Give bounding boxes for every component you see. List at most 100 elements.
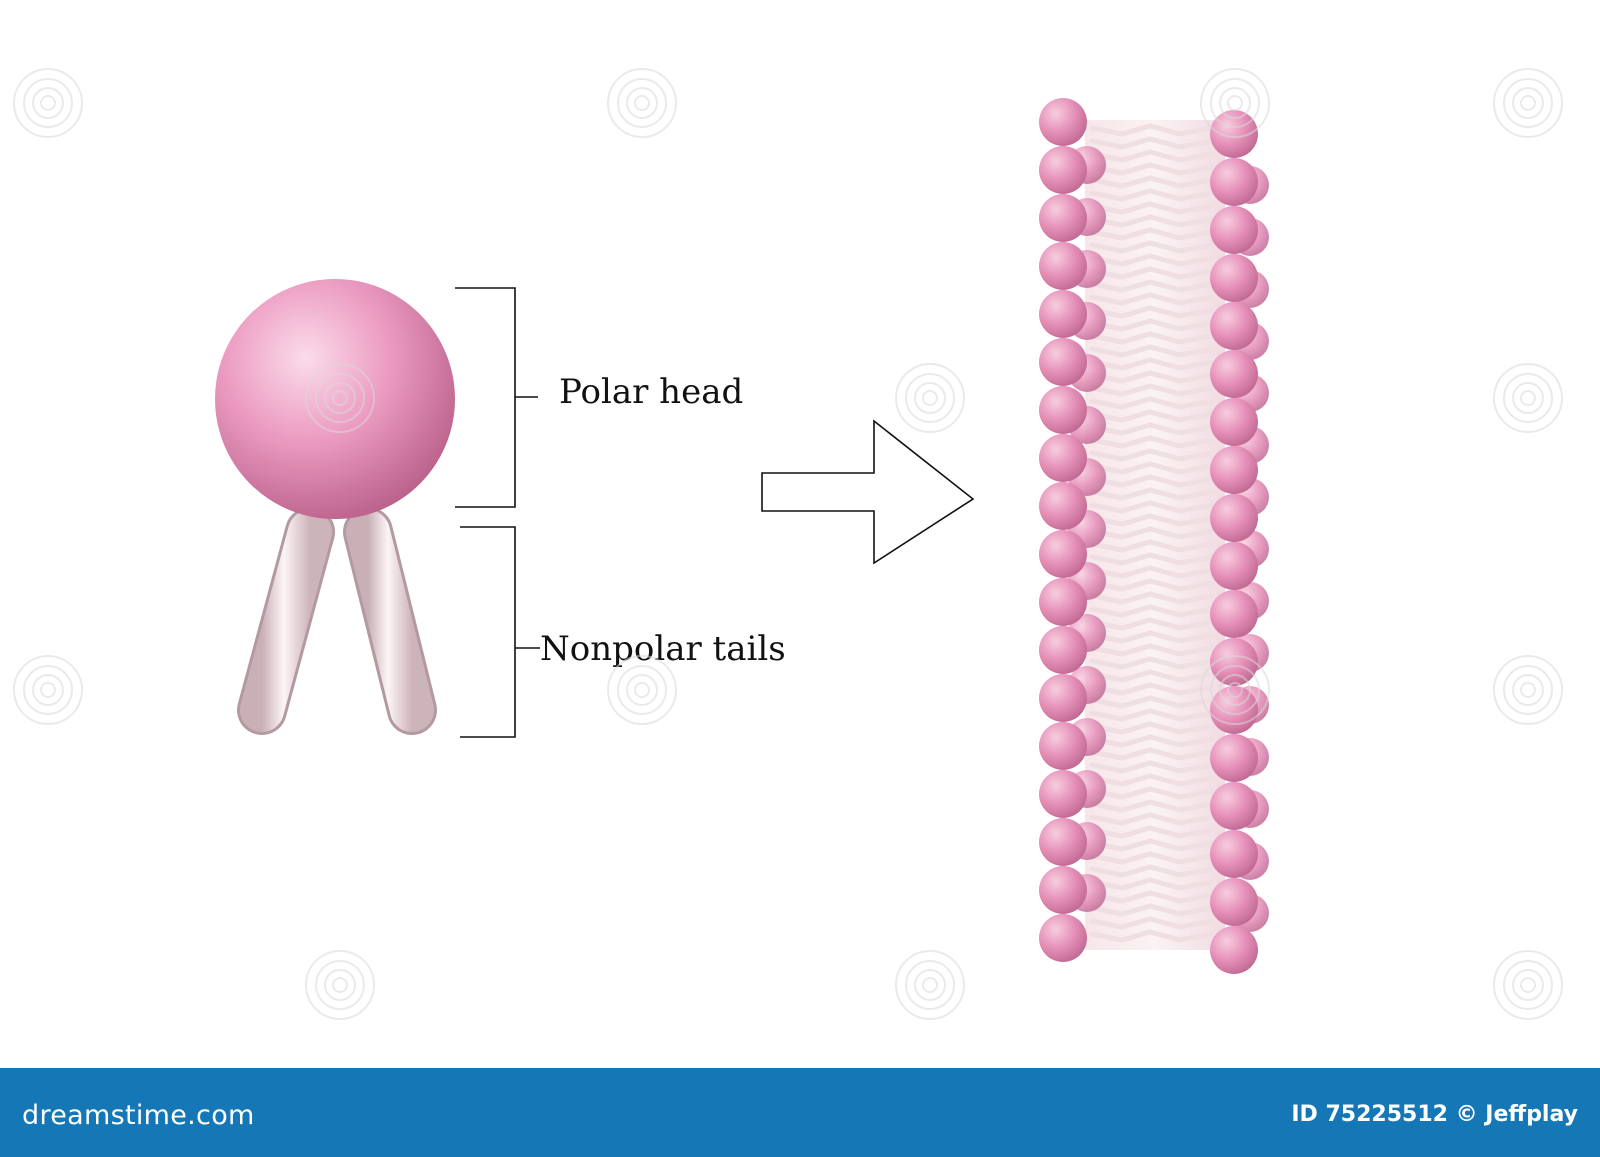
lipid-tail — [1089, 578, 1215, 592]
brand-logo[interactable]: dreamstime.com — [22, 1100, 255, 1131]
lipid-tail — [1089, 357, 1215, 371]
watermark-layer — [13, 68, 1563, 1020]
lipid-head — [1210, 926, 1258, 974]
lipid-head — [1039, 98, 1087, 146]
lipid-tail — [1089, 201, 1215, 215]
image-credit: ID 75225512 © Jeffplay — [1291, 1102, 1578, 1127]
lipid-bilayer — [1039, 98, 1269, 974]
lipid-tail — [1089, 292, 1215, 306]
lipid-head — [1039, 914, 1087, 962]
lipid-tail — [1089, 617, 1215, 631]
lipid-tail — [1089, 383, 1215, 397]
lipid-tail — [1089, 279, 1215, 293]
lipid-tail — [1089, 461, 1215, 475]
lipid-tail — [1089, 409, 1215, 423]
lipid-tail — [1089, 825, 1215, 839]
lipid-tail — [1089, 500, 1215, 514]
spiral-watermark-icon — [1493, 655, 1563, 725]
lipid-tail — [1089, 760, 1215, 774]
lipid-tail — [1089, 916, 1215, 930]
lipid-tail — [1089, 396, 1215, 410]
lipid-tail — [1089, 877, 1215, 891]
lipid-tail — [1089, 890, 1215, 904]
lipid-tail — [1089, 435, 1215, 449]
lipid-tail — [1089, 747, 1215, 761]
spiral-watermark-icon — [1200, 68, 1270, 138]
spiral-watermark-icon — [607, 655, 677, 725]
lipid-head — [1210, 782, 1258, 830]
lipid-tail — [1089, 422, 1215, 436]
footer-bar: dreamstime.com ID 75225512 © Jeffplay — [0, 1068, 1600, 1157]
lipid-tail — [1089, 513, 1215, 527]
lipid-head — [1210, 590, 1258, 638]
polar-head-sphere — [215, 279, 455, 519]
lipid-tail — [1089, 344, 1215, 358]
lipid-head — [1210, 158, 1258, 206]
lipid-tail — [1089, 643, 1215, 657]
lipid-head — [1039, 722, 1087, 770]
lipid-tail — [1089, 123, 1215, 137]
lipid-head — [1210, 494, 1258, 542]
lipid-tail — [1089, 656, 1215, 670]
lipid-head — [1039, 674, 1087, 722]
lipid-head — [1210, 638, 1258, 686]
polar-head-bracket — [455, 287, 538, 508]
lipid-tail — [1089, 253, 1215, 267]
lipid-head — [1039, 386, 1087, 434]
lipid-tail — [1089, 786, 1215, 800]
lipid-tail — [1089, 227, 1215, 241]
lipid-head — [1039, 770, 1087, 818]
lipid-tail — [1089, 149, 1215, 163]
spiral-watermark-icon — [607, 68, 677, 138]
lipid-head — [1039, 818, 1087, 866]
lipid-tail — [1089, 734, 1215, 748]
spiral-watermark-icon — [13, 655, 83, 725]
lipid-tail — [1089, 240, 1215, 254]
spiral-watermark-icon — [305, 363, 375, 433]
bilayer-heads-front — [1039, 98, 1258, 974]
lipid-tail — [1089, 799, 1215, 813]
bilayer-tails — [1089, 123, 1215, 943]
arrow-icon — [761, 419, 975, 565]
lipid-head — [1039, 482, 1087, 530]
lipid-tail — [1089, 565, 1215, 579]
lipid-tail — [1089, 903, 1215, 917]
lipid-head — [1039, 530, 1087, 578]
lipid-head — [1210, 686, 1258, 734]
lipid-head — [1039, 290, 1087, 338]
spiral-watermark-icon — [1493, 68, 1563, 138]
spiral-watermark-icon — [13, 68, 83, 138]
lipid-tail — [1089, 474, 1215, 488]
lipid-tail — [1089, 370, 1215, 384]
lipid-head — [1210, 830, 1258, 878]
spiral-watermark-icon — [895, 363, 965, 433]
lipid-tail — [1089, 591, 1215, 605]
lipid-tail — [1089, 695, 1215, 709]
lipid-tail — [1089, 526, 1215, 540]
lipid-tail — [1089, 188, 1215, 202]
lipid-head — [1210, 302, 1258, 350]
lipid-tail — [1089, 669, 1215, 683]
lipid-head — [1039, 578, 1087, 626]
lipid-tail — [1089, 331, 1215, 345]
lipid-tail — [1089, 487, 1215, 501]
lipid-head — [1210, 446, 1258, 494]
spiral-watermark-icon — [305, 950, 375, 1020]
lipid-head — [1210, 110, 1258, 158]
lipid-tail — [1089, 708, 1215, 722]
lipid-tail — [1089, 838, 1215, 852]
phospholipid-molecule — [215, 279, 455, 735]
lipid-head — [1039, 194, 1087, 242]
polar-head-label: Polar head — [559, 372, 743, 412]
lipid-head — [1210, 254, 1258, 302]
lipid-tail — [1089, 682, 1215, 696]
lipid-tail — [1089, 721, 1215, 735]
lipid-head — [1039, 434, 1087, 482]
lipid-tail — [1089, 136, 1215, 150]
lipid-head — [1039, 626, 1087, 674]
lipid-tail — [1089, 305, 1215, 319]
lipid-head — [1039, 338, 1087, 386]
spiral-watermark-icon — [1493, 950, 1563, 1020]
lipid-tail — [1089, 929, 1215, 943]
